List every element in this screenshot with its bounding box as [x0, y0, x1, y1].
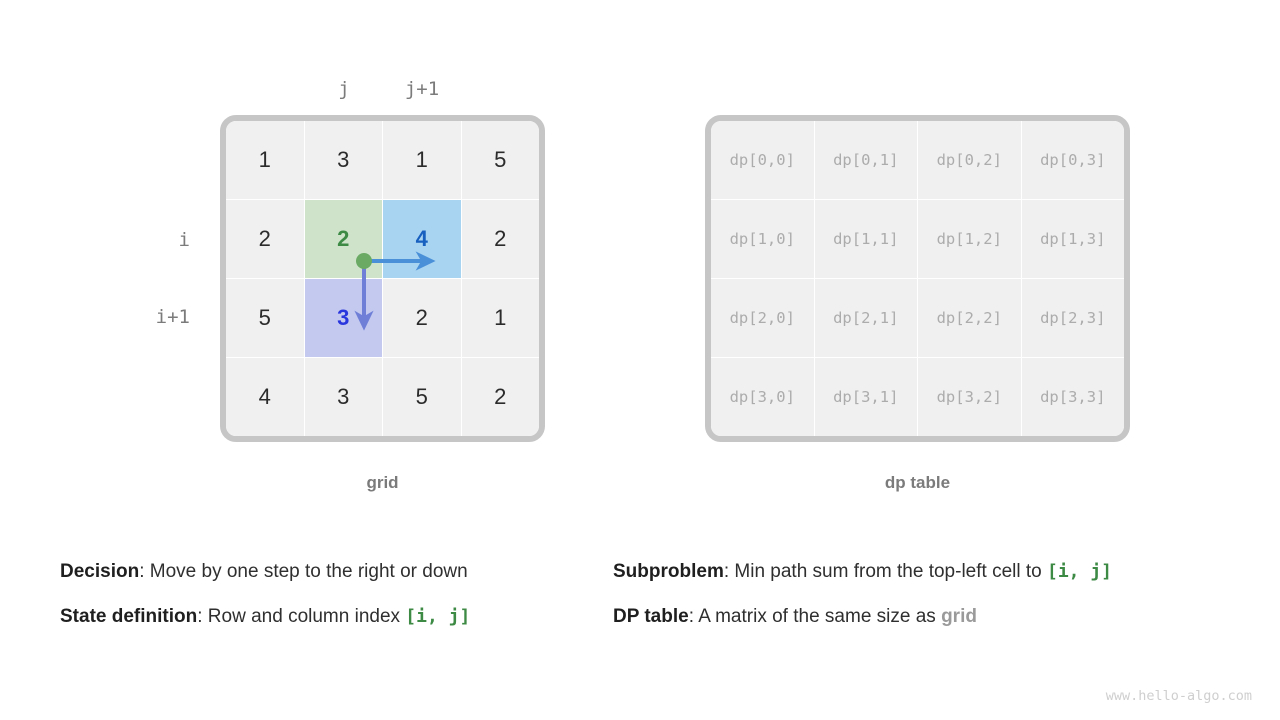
- grid-cell: 1: [461, 279, 539, 357]
- dp-table-caption: dp table: [884, 473, 951, 492]
- dp-cell: dp[2,3]: [1021, 279, 1124, 357]
- grid-cell: 2: [383, 279, 461, 357]
- grid-cell: 3: [304, 121, 382, 199]
- dp-cell: dp[1,1]: [814, 200, 917, 278]
- description-dp-table-text: A matrix of the same size as: [698, 606, 942, 627]
- grid-cell: 2: [226, 200, 304, 278]
- description-dp-table: DP table: A matrix of the same size as g…: [613, 605, 977, 629]
- description-state-definition-text: Row and column index: [207, 606, 406, 627]
- grid-cell-down: 3: [304, 279, 382, 357]
- description-dp-table-code: grid: [941, 606, 977, 627]
- dp-cell: dp[3,0]: [711, 358, 814, 436]
- dp-table-matrix: dp[0,0] dp[0,1] dp[0,2] dp[0,3] dp[1,0] …: [705, 115, 1130, 442]
- row-label-i: i: [178, 229, 190, 251]
- dp-cell: dp[0,3]: [1021, 121, 1124, 199]
- row-label-i-plus-1: i+1: [155, 306, 190, 328]
- grid-cell: 1: [383, 121, 461, 199]
- description-subproblem-text: Min path sum from the top-left cell to: [734, 561, 1047, 582]
- dp-cell: dp[3,1]: [814, 358, 917, 436]
- grid-cell-current: 2: [304, 200, 382, 278]
- description-state-definition: State definition: Row and column index […: [60, 605, 470, 629]
- dp-cell: dp[2,1]: [814, 279, 917, 357]
- grid-cell-right: 4: [383, 200, 461, 278]
- grid-caption: grid: [366, 473, 399, 492]
- grid-cell: 5: [226, 279, 304, 357]
- column-label-j-plus-1: j+1: [404, 78, 440, 100]
- dp-cell: dp[0,1]: [814, 121, 917, 199]
- grid-cell: 1: [226, 121, 304, 199]
- dp-cell: dp[2,0]: [711, 279, 814, 357]
- dp-cell: dp[1,2]: [918, 200, 1021, 278]
- dp-cell: dp[1,3]: [1021, 200, 1124, 278]
- description-state-definition-code: [i, j]: [405, 606, 471, 627]
- grid-cell: 4: [226, 358, 304, 436]
- description-decision-separator: :: [139, 561, 150, 582]
- dp-cell: dp[2,2]: [918, 279, 1021, 357]
- description-state-definition-separator: :: [197, 606, 208, 627]
- description-subproblem-separator: :: [723, 561, 735, 582]
- grid-cell: 3: [304, 358, 382, 436]
- column-label-j: j: [338, 78, 350, 100]
- description-decision: Decision: Move by one step to the right …: [60, 560, 468, 584]
- dp-cell: dp[0,0]: [711, 121, 814, 199]
- dp-cell: dp[0,2]: [918, 121, 1021, 199]
- dp-cell: dp[3,3]: [1021, 358, 1124, 436]
- description-dp-table-separator: :: [688, 606, 699, 627]
- grid-cell: 2: [461, 200, 539, 278]
- description-subproblem-label: Subproblem: [613, 561, 724, 582]
- watermark: www.hello-algo.com: [1105, 688, 1252, 704]
- dp-cell: dp[3,2]: [918, 358, 1021, 436]
- description-subproblem-code: [i, j]: [1046, 561, 1113, 582]
- dp-cell: dp[1,0]: [711, 200, 814, 278]
- grid-cell: 5: [383, 358, 461, 436]
- grid-cell: 2: [461, 358, 539, 436]
- grid-matrix: 1 3 1 5 2 2 4 2 5 3 2 1 4 3 5 2: [220, 115, 545, 442]
- description-state-definition-label: State definition: [60, 606, 198, 627]
- description-dp-table-label: DP table: [613, 606, 689, 627]
- description-decision-text: Move by one step to the right or down: [149, 561, 468, 582]
- description-subproblem: Subproblem: Min path sum from the top-le…: [613, 560, 1112, 584]
- description-decision-label: Decision: [60, 561, 140, 582]
- grid-cell: 5: [461, 121, 539, 199]
